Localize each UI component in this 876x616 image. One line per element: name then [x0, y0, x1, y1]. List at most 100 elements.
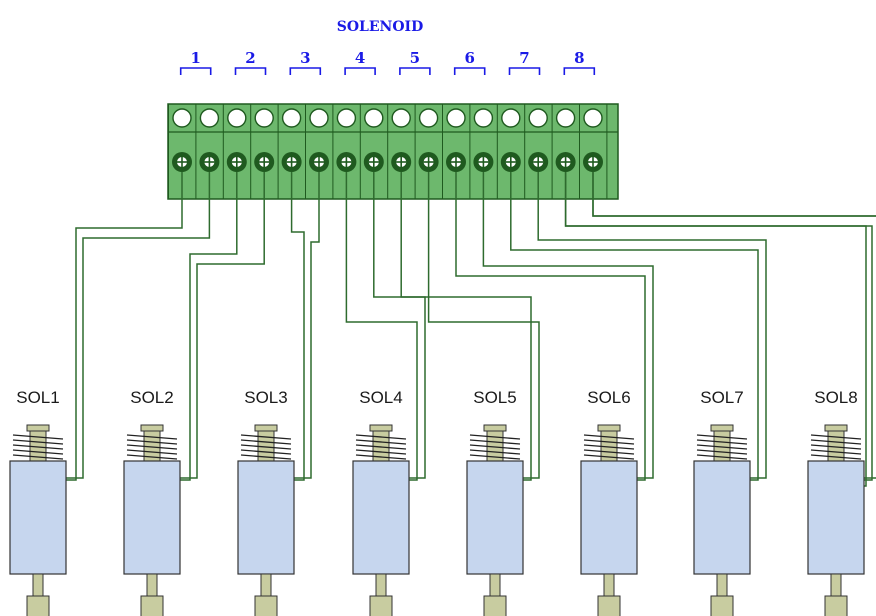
terminal-11 [446, 108, 466, 172]
terminal-6 [309, 108, 329, 172]
spring-coil [696, 454, 748, 460]
spring-coil [126, 434, 178, 440]
wire-5-a [400, 172, 532, 481]
solenoid-3: SOL3 [237, 388, 295, 616]
pair-label-7: 7 [508, 49, 541, 75]
wire-2-b [180, 172, 265, 479]
spring-coil [810, 449, 862, 455]
terminal-clamp-icon [364, 108, 384, 128]
spring-coil [810, 434, 862, 440]
solenoid-body [693, 460, 751, 575]
solenoid-label: SOL6 [587, 388, 630, 407]
solenoid-rod [830, 573, 842, 597]
spring-coil [469, 439, 521, 445]
wire-1-a [66, 172, 183, 481]
solenoid-label: SOL4 [359, 388, 402, 407]
spring-coil [240, 449, 292, 455]
spring-coil [12, 444, 64, 450]
solenoid-rod [603, 573, 615, 597]
wire-7-a [510, 172, 759, 481]
wiring [66, 172, 876, 487]
terminal-clamp-icon [555, 108, 576, 128]
solenoid-label: SOL7 [700, 388, 743, 407]
terminal-10 [418, 108, 439, 172]
terminal-clamp-icon [172, 108, 192, 128]
terminal-clamp-icon [227, 108, 247, 128]
pair-number: 5 [410, 49, 420, 67]
wire-4-a [345, 172, 418, 481]
terminal-clamp-icon [309, 108, 329, 128]
spring-coil [583, 434, 635, 440]
wire-6-a [455, 172, 646, 481]
spring-coil [696, 439, 748, 445]
spring-coil [126, 449, 178, 455]
solenoid-foot [369, 595, 393, 616]
solenoid-body [237, 460, 295, 575]
solenoid-rod [32, 573, 44, 597]
pair-bracket [453, 67, 486, 75]
solenoid-body [352, 460, 410, 575]
wire-8-offpage-b [564, 172, 867, 487]
solenoid-foot [140, 595, 164, 616]
solenoid-7: SOL7 [693, 388, 751, 616]
terminal-clamp-icon [391, 108, 411, 128]
terminal-clamp-icon [336, 108, 357, 128]
pair-label-4: 4 [344, 49, 376, 75]
solenoid-label: SOL3 [244, 388, 287, 407]
solenoid-foot [710, 595, 734, 616]
spring-coil [355, 449, 407, 455]
spring-coil [583, 449, 635, 455]
terminal-16 [583, 108, 603, 172]
spring-coil [355, 439, 407, 445]
diagram-title: SOLENOID [337, 19, 424, 35]
solenoid-foot [597, 595, 621, 616]
terminal-13 [500, 108, 521, 172]
terminal-clamp-icon [528, 108, 548, 128]
pair-label-2: 2 [234, 49, 267, 75]
spring-coil [126, 439, 178, 445]
pair-number: 2 [245, 49, 255, 67]
solenoid-rod [146, 573, 158, 597]
spring-coil [355, 434, 407, 440]
spring-coil [240, 444, 292, 450]
solenoid-label: SOL5 [473, 388, 516, 407]
terminal-4 [254, 108, 275, 172]
spring-coil [126, 444, 178, 450]
terminal-clamp-icon [418, 108, 439, 128]
spring-coil [12, 449, 64, 455]
solenoid-4: SOL4 [352, 388, 410, 616]
solenoid-rod [716, 573, 728, 597]
spring-coil [810, 444, 862, 450]
pair-label-3: 3 [289, 49, 322, 75]
solenoid-body [807, 460, 865, 575]
solenoid-body [466, 460, 524, 575]
pair-bracket [399, 67, 431, 75]
solenoid-rod [260, 573, 272, 597]
spring-coil [469, 454, 521, 460]
solenoid-6: SOL6 [580, 388, 638, 616]
terminal-8 [363, 108, 384, 172]
solenoid-foot [254, 595, 278, 616]
terminal-15 [555, 108, 576, 172]
wire-8-offpage-a [592, 172, 876, 217]
solenoid-2: SOL2 [123, 388, 181, 616]
solenoid-1: SOL1 [9, 388, 67, 616]
spring-coil [355, 444, 407, 450]
solenoid-rod [489, 573, 501, 597]
spring-coil [583, 439, 635, 445]
spring-coil [240, 434, 292, 440]
wire-5-b [427, 172, 540, 479]
pair-number: 1 [190, 49, 200, 67]
pair-number: 4 [355, 49, 365, 67]
wire-1-b [66, 172, 211, 479]
pair-number: 3 [300, 49, 310, 67]
terminal-clamp-icon [446, 108, 466, 128]
spring-coil [240, 454, 292, 460]
terminal-1 [172, 108, 192, 172]
pair-bracket [508, 67, 541, 75]
solenoid-body [580, 460, 638, 575]
solenoid-foot [824, 595, 848, 616]
solenoid-rod [375, 573, 387, 597]
